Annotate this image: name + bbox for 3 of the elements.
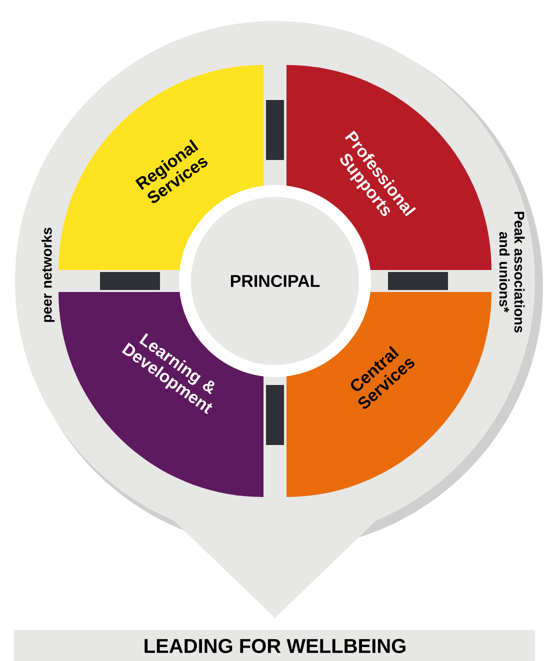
banner: LEADING FOR WELLBEING	[14, 630, 535, 661]
ring-label: peer networks	[41, 228, 55, 322]
ring-label: Peak associations and unions*	[499, 212, 525, 332]
